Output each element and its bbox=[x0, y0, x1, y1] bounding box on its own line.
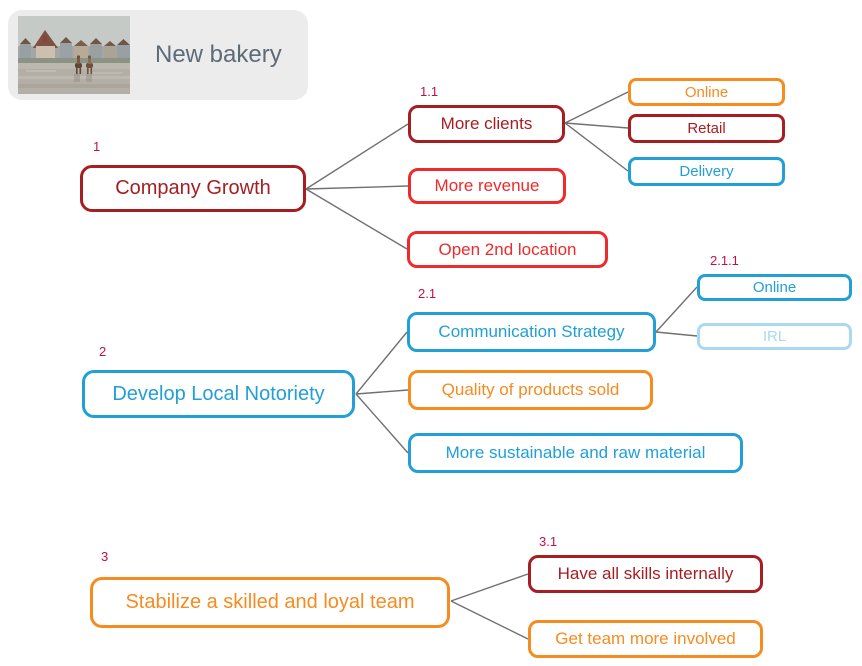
node-online-sales[interactable]: Online bbox=[628, 78, 785, 106]
node-number-2-1-1: 2.1.1 bbox=[710, 253, 739, 268]
node-company-growth[interactable]: Company Growth bbox=[80, 165, 306, 212]
node-number-2: 2 bbox=[99, 344, 107, 359]
node-open-2nd-location[interactable]: Open 2nd location bbox=[407, 231, 608, 268]
node-communication-strategy[interactable]: Communication Strategy bbox=[407, 312, 656, 352]
map-title-card[interactable]: New bakery bbox=[8, 10, 308, 100]
node-number-3-1: 3.1 bbox=[539, 534, 558, 549]
connectors-stabilize-team bbox=[450, 573, 529, 640]
node-more-clients[interactable]: More clients bbox=[408, 105, 565, 143]
connectors-company-growth bbox=[305, 123, 409, 250]
node-develop-local-notoriety[interactable]: Develop Local Notoriety bbox=[82, 370, 355, 418]
node-online-communication[interactable]: Online bbox=[697, 274, 852, 301]
node-more-revenue[interactable]: More revenue bbox=[408, 168, 566, 204]
node-sustainable-material[interactable]: More sustainable and raw material bbox=[408, 433, 743, 473]
node-retail[interactable]: Retail bbox=[628, 114, 785, 143]
node-number-1: 1 bbox=[93, 139, 101, 154]
node-quality-of-products[interactable]: Quality of products sold bbox=[408, 370, 653, 410]
node-delivery[interactable]: Delivery bbox=[628, 157, 785, 186]
node-irl[interactable]: IRL bbox=[697, 323, 852, 350]
node-skills-internally[interactable]: Have all skills internally bbox=[528, 555, 763, 593]
node-number-1-1: 1.1 bbox=[420, 84, 439, 99]
node-number-3: 3 bbox=[101, 549, 109, 564]
map-thumbnail-image bbox=[18, 16, 130, 94]
node-stabilize-team[interactable]: Stabilize a skilled and loyal team bbox=[90, 577, 450, 628]
connectors-develop-local-notoriety bbox=[355, 331, 409, 454]
connectors-more-clients bbox=[564, 91, 629, 172]
map-title: New bakery bbox=[155, 41, 282, 68]
connectors-communication-strategy bbox=[655, 286, 698, 337]
node-number-2-1: 2.1 bbox=[418, 286, 437, 301]
node-team-involved[interactable]: Get team more involved bbox=[528, 620, 763, 658]
